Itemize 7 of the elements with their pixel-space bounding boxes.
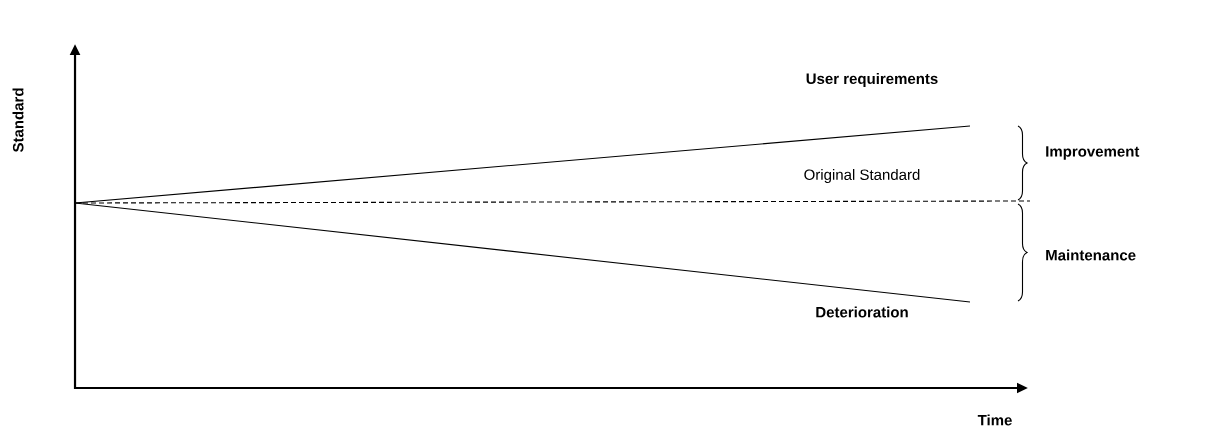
line-label: Deterioration xyxy=(816,306,908,318)
line-label: User requirements xyxy=(806,73,938,87)
axis-label: Standard xyxy=(12,88,24,153)
brace-label: Improvement xyxy=(1046,146,1140,160)
brace-label: Maintenance xyxy=(1046,249,1136,261)
axis-label: Time xyxy=(977,414,1012,426)
line-label: Original Standard xyxy=(804,169,920,183)
